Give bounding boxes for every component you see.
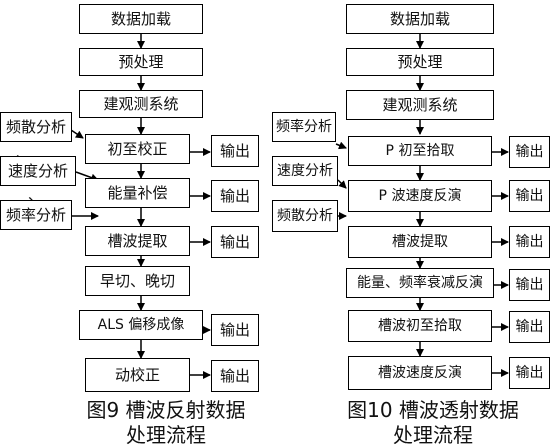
right-caption-line1: 图10 槽波透射数据 [347, 398, 519, 422]
right-input-velocity-analysis: 速度分析 [272, 156, 338, 186]
left-step-geometry: 建观测系统 [79, 90, 203, 118]
left-step-nmo-correction: 动校正 [85, 358, 190, 392]
right-step-channel-wave-first-break-picking: 槽波初至拾取 [348, 310, 492, 342]
left-step-als-migration: ALS 偏移成像 [79, 310, 203, 340]
left-caption-line2: 处理流程 [126, 423, 206, 447]
left-step-energy-compensation: 能量补偿 [85, 178, 190, 208]
left-output-3: 输出 [211, 226, 259, 258]
right-step-geometry: 建观测系统 [346, 90, 494, 120]
right-input-frequency-analysis: 频率分析 [272, 112, 336, 142]
right-step-load: 数据加载 [346, 4, 494, 34]
left-step-early-late-cut: 早切、晚切 [85, 266, 190, 296]
left-output-5: 输出 [211, 360, 259, 392]
right-output-3: 输出 [509, 226, 550, 258]
left-caption-line1: 图9 槽波反射数据 [86, 398, 246, 422]
right-caption: 图10 槽波透射数据 处理流程 [318, 398, 548, 448]
right-output-1: 输出 [509, 136, 550, 168]
left-input-dispersion-analysis: 频散分析 [0, 112, 72, 142]
left-step-load: 数据加载 [79, 4, 203, 34]
right-output-6: 输出 [509, 357, 550, 389]
right-step-channel-wave-extraction: 槽波提取 [348, 226, 492, 258]
right-caption-line2: 处理流程 [393, 423, 473, 447]
left-caption: 图9 槽波反射数据 处理流程 [46, 398, 286, 448]
right-step-energy-frequency-attenuation-inversion: 能量、频率衰减反演 [346, 268, 494, 298]
left-step-first-break-correction: 初至校正 [85, 134, 190, 164]
right-input-dispersion-analysis: 频散分析 [272, 200, 338, 232]
left-output-4: 输出 [211, 314, 259, 346]
left-input-separator-2: 、 [28, 186, 44, 204]
left-output-1: 输出 [211, 135, 259, 167]
right-step-p-wave-velocity-inversion: P 波速度反演 [348, 180, 492, 212]
right-step-p-first-break-picking: P 初至拾取 [348, 136, 492, 166]
right-step-preprocess: 预处理 [346, 48, 494, 76]
left-input-frequency-analysis: 频率分析 [0, 200, 72, 230]
right-output-5: 输出 [509, 311, 550, 343]
left-step-preprocess: 预处理 [79, 48, 203, 76]
right-output-4: 输出 [509, 269, 550, 301]
right-output-2: 输出 [509, 180, 550, 212]
right-step-channel-wave-velocity-inversion: 槽波速度反演 [348, 356, 492, 390]
left-output-2: 输出 [211, 180, 259, 212]
left-step-channel-wave-extraction: 槽波提取 [85, 226, 190, 256]
left-input-velocity-analysis: 速度分析 [0, 156, 76, 186]
